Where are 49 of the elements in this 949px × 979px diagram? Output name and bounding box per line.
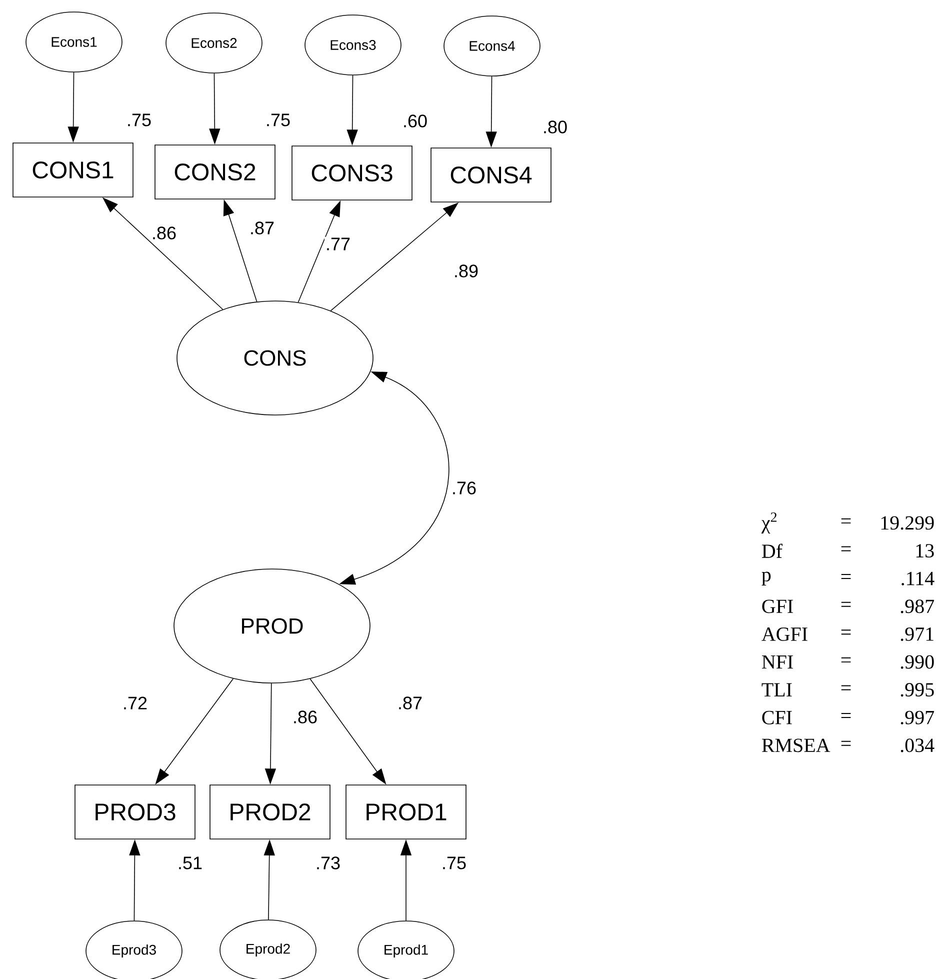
table-cell: NFI [762, 655, 793, 669]
observed-variable-box: PROD3 [74, 784, 196, 840]
table-cell: = [841, 630, 851, 635]
table-cell: .971 [900, 627, 934, 641]
table-cell: GFI [762, 600, 793, 614]
table-cell: = [841, 518, 851, 524]
table-cell: .990 [900, 655, 934, 669]
value-label: .80 [544, 120, 567, 134]
table-cell: = [841, 574, 851, 580]
value-label: .75 [267, 114, 290, 126]
table-cell: .987 [900, 600, 934, 614]
table-cell: = [841, 740, 851, 746]
table-cell: .114 [902, 572, 934, 586]
value-label: .75 [443, 856, 466, 870]
table-cell: .995 [900, 683, 934, 697]
observed-variable-box: CONS1 [12, 142, 134, 198]
table-cell: .997 [900, 710, 934, 724]
table-cell: RMSEA [762, 738, 830, 752]
observed-variable-box: PROD1 [346, 784, 466, 840]
edge-label: .86 [292, 710, 318, 724]
table-cell: = [841, 602, 851, 607]
value-label: .51 [179, 856, 202, 870]
table-cell: = [841, 685, 851, 690]
observed-variable-box: PROD2 [210, 784, 330, 840]
table-cell: .034 [900, 738, 934, 752]
table-cell: 13 [916, 544, 934, 558]
edge-label: .87 [396, 696, 424, 710]
observed-variable-box: CONS2 [154, 144, 276, 200]
value-label: .73 [317, 856, 340, 870]
table-cell: = [841, 657, 851, 662]
value-label: .75 [128, 114, 151, 126]
table-cell: = [841, 546, 851, 552]
table-cell: TLI [762, 683, 792, 696]
table-cell: = [841, 713, 851, 718]
edge-label: .87 [248, 220, 276, 236]
table-cell: p [762, 572, 771, 586]
edge-label: .76 [450, 480, 478, 496]
table-cell: AGFI [762, 628, 808, 641]
edge-label: .77 [324, 236, 352, 252]
table-cell: χ$^{2}$ [761, 512, 776, 534]
table-cell: CFI [762, 710, 792, 724]
edge-label: .89 [452, 264, 480, 278]
observed-variable-box: CONS4 [430, 148, 552, 202]
table-cell: 19.299 [881, 516, 934, 530]
value-label: .60 [404, 114, 427, 128]
edge-label: .72 [122, 696, 148, 710]
table-cell: Df [762, 544, 782, 558]
observed-variable-box: CONS3 [292, 146, 412, 200]
edge-label: .86 [150, 226, 178, 240]
